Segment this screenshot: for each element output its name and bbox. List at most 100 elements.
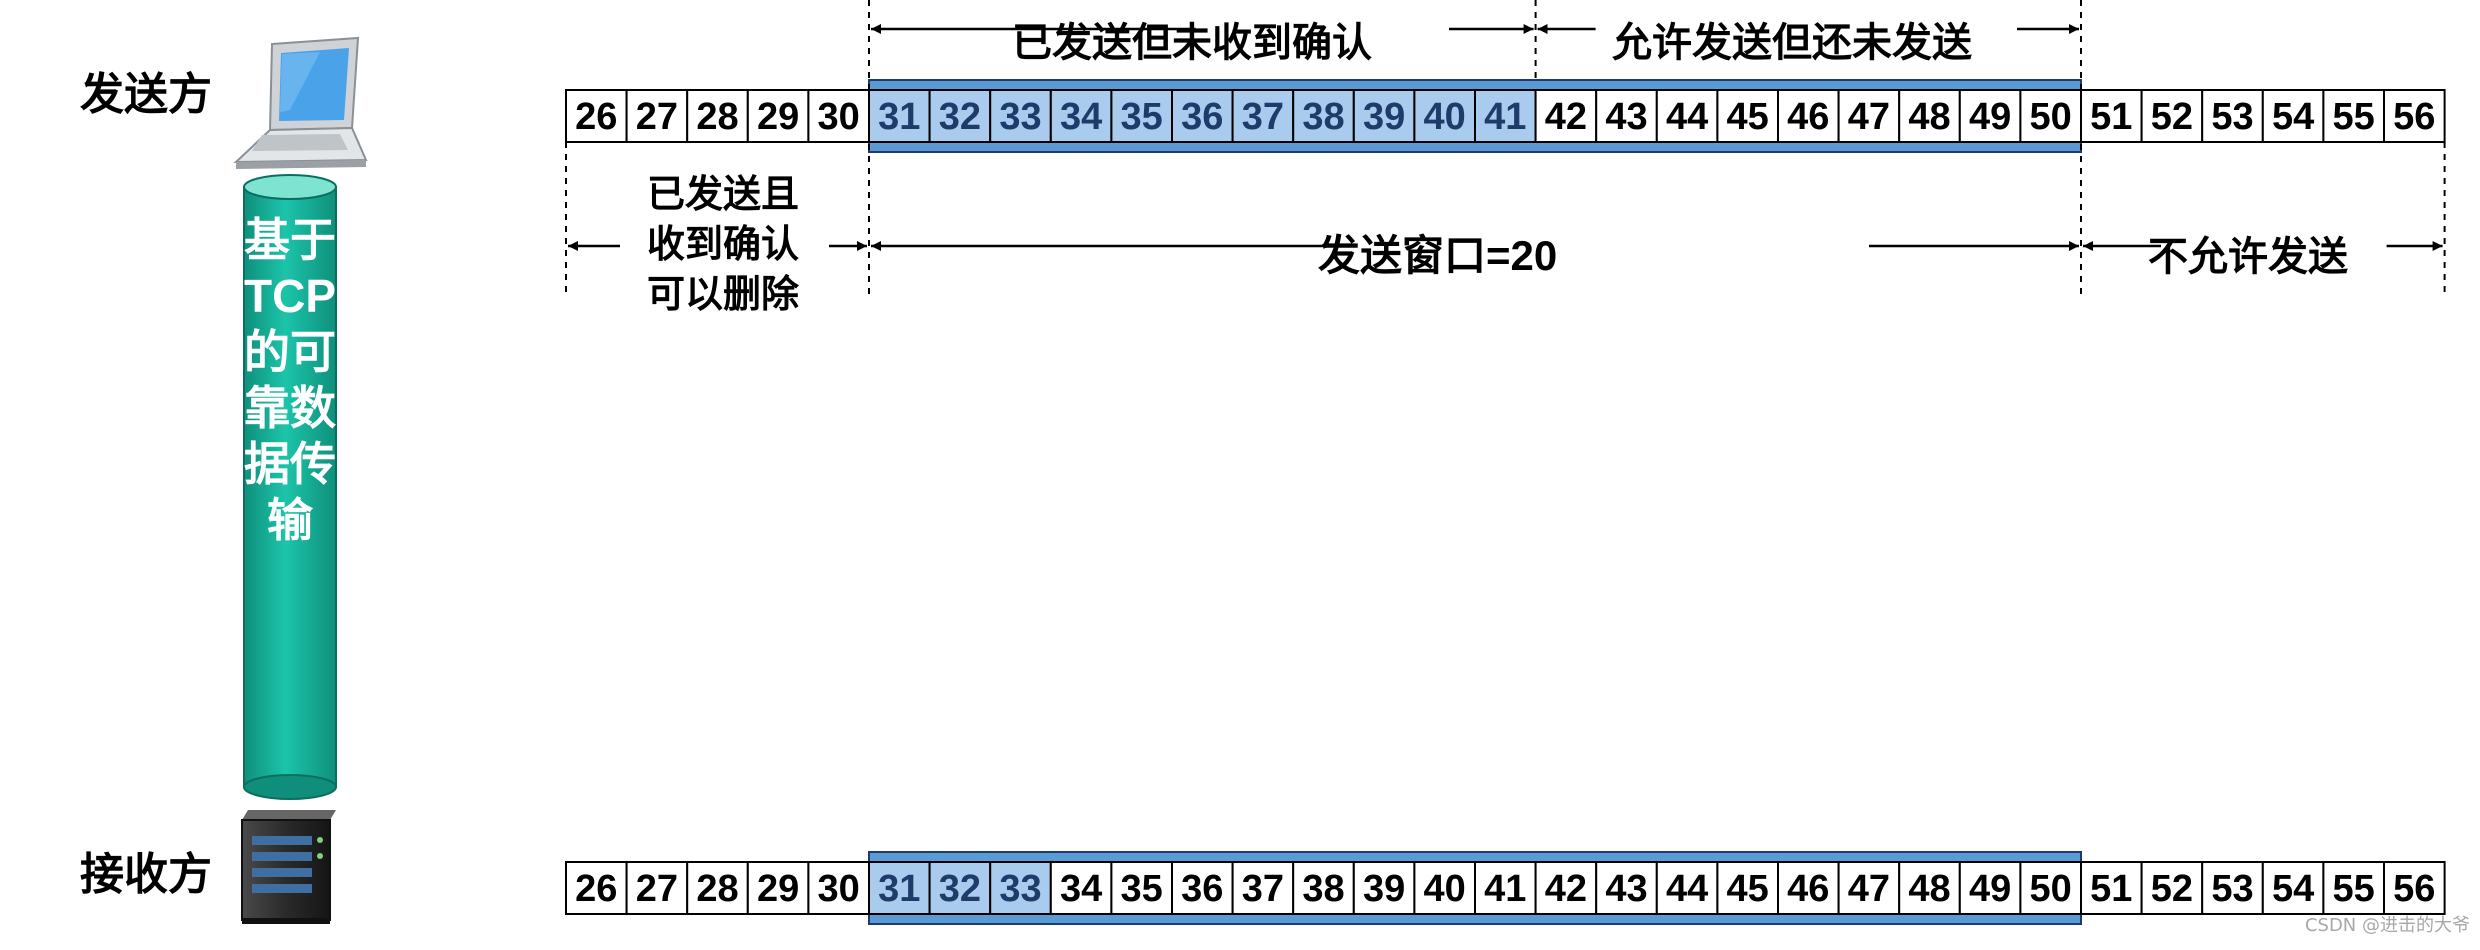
receiver-seq-45: 45 [1727, 868, 1769, 910]
sender-cell-45 [1716, 89, 1780, 143]
sender-seq-56: 56 [2393, 96, 2435, 138]
receiver-seq-50: 50 [2030, 868, 2072, 910]
receiver-seq-27: 27 [636, 868, 678, 910]
receiver-seq-37: 37 [1242, 868, 1284, 910]
receiver-seq-56: 56 [2393, 868, 2435, 910]
sender-seq-37: 37 [1242, 96, 1284, 138]
receiver-cell-32 [928, 861, 992, 915]
receiver-cell-44 [1655, 861, 1719, 915]
sender-seq-47: 47 [1848, 96, 1890, 138]
sender-cell-32 [928, 89, 992, 143]
receiver-seq-36: 36 [1181, 868, 1223, 910]
sender-cell-33 [989, 89, 1052, 143]
sender-seq-45: 45 [1727, 96, 1769, 138]
receiver-seq-34: 34 [1060, 868, 1102, 910]
receiver-cell-37 [1231, 861, 1295, 915]
receiver-cell-33 [989, 861, 1052, 915]
sender-cell-49 [1958, 89, 2022, 143]
receiver-cell-49 [1958, 861, 2022, 915]
sender-cell-56 [2383, 89, 2446, 143]
sender-cell-54 [2261, 89, 2325, 143]
sender-seq-54: 54 [2272, 96, 2314, 138]
pipe-label: 基于TCP的可靠数据传输 [244, 214, 336, 546]
sender-cell-35 [1110, 89, 1174, 143]
sender-seq-34: 34 [1060, 96, 1102, 138]
sender-seq-44: 44 [1666, 96, 1708, 138]
sender-seq-27: 27 [636, 96, 678, 138]
sender-seq-29: 29 [757, 96, 799, 138]
receiver-seq-49: 49 [1969, 868, 2011, 910]
sender-seq-41: 41 [1484, 96, 1526, 138]
receiver-seq-42: 42 [1545, 868, 1587, 910]
receiver-cell-42 [1534, 861, 1598, 915]
receiver-seq-55: 55 [2333, 868, 2375, 910]
label-sent-acked-line1: 已发送且 [646, 174, 799, 216]
sender-seq-28: 28 [696, 96, 738, 138]
sender-seq-26: 26 [575, 96, 617, 138]
sender-cell-36 [1171, 89, 1234, 143]
receiver-seq-26: 26 [575, 868, 617, 910]
receiver-cell-53 [2201, 861, 2264, 915]
receiver-cell-41 [1474, 861, 1537, 915]
label-send-window: 发送窗口=20 [1318, 232, 1558, 279]
sender-cell-43 [1595, 89, 1658, 143]
sender-seq-53: 53 [2211, 96, 2253, 138]
receiver-cell-28 [686, 861, 749, 915]
sender-seq-33: 33 [999, 96, 1041, 138]
receiver-seq-32: 32 [939, 868, 981, 910]
sender-cell-31 [868, 89, 931, 143]
receiver-seq-54: 54 [2272, 868, 2314, 910]
sender-seq-49: 49 [1969, 96, 2011, 138]
sender-seq-50: 50 [2030, 96, 2072, 138]
receiver-cell-40 [1413, 861, 1477, 915]
sender-seq-40: 40 [1424, 96, 1466, 138]
laptop-icon [233, 36, 368, 169]
sender-cell-37 [1231, 89, 1295, 143]
sender-cell-38 [1292, 89, 1355, 143]
receiver-seq-28: 28 [696, 868, 738, 910]
receiver-seq-29: 29 [757, 868, 799, 910]
sender-cell-29 [746, 89, 810, 143]
receiver-seq-31: 31 [878, 868, 920, 910]
receiver-cell-55 [2322, 861, 2385, 915]
receiver-seq-44: 44 [1666, 868, 1708, 910]
receiver-cell-31 [868, 861, 931, 915]
sender-seq-48: 48 [1908, 96, 1950, 138]
server-icon [241, 810, 336, 924]
receiver-seq-39: 39 [1363, 868, 1405, 910]
receiver-cell-39 [1352, 861, 1416, 915]
sender-seq-42: 42 [1545, 96, 1587, 138]
sender-seq-38: 38 [1302, 96, 1344, 138]
sender-cell-52 [2140, 89, 2204, 143]
receiver-seq-41: 41 [1484, 868, 1526, 910]
receiver-cell-45 [1716, 861, 1780, 915]
receiver-cell-38 [1292, 861, 1355, 915]
boundary-lines [565, 0, 2446, 298]
sender-seq-32: 32 [939, 96, 981, 138]
receiver-seq-33: 33 [999, 868, 1041, 910]
receiver-cell-50 [2019, 861, 2083, 915]
receiver-cell-54 [2261, 861, 2325, 915]
sender-seq-31: 31 [878, 96, 920, 138]
label-sent-unacked: 已发送但未收到确认 [1012, 21, 1372, 65]
sender-cell-27 [625, 89, 689, 143]
receiver-cell-48 [1898, 861, 1961, 915]
sender-seq-30: 30 [818, 96, 860, 138]
receiver-seq-47: 47 [1848, 868, 1890, 910]
receiver-seq-40: 40 [1424, 868, 1466, 910]
receiver-cell-26 [565, 861, 628, 915]
sender-cell-40 [1413, 89, 1477, 143]
receiver-cell-46 [1777, 861, 1840, 915]
receiver-seq-51: 51 [2090, 868, 2132, 910]
label-sent-acked-line2: 收到确认 [646, 224, 799, 266]
receiver-seq-35: 35 [1121, 868, 1163, 910]
receiver-seq-48: 48 [1908, 868, 1950, 910]
sender-seq-39: 39 [1363, 96, 1405, 138]
sender-seq-43: 43 [1605, 96, 1647, 138]
receiver-cell-30 [807, 861, 871, 915]
tcp-pipe [243, 174, 337, 800]
sender-cell-30 [807, 89, 871, 143]
